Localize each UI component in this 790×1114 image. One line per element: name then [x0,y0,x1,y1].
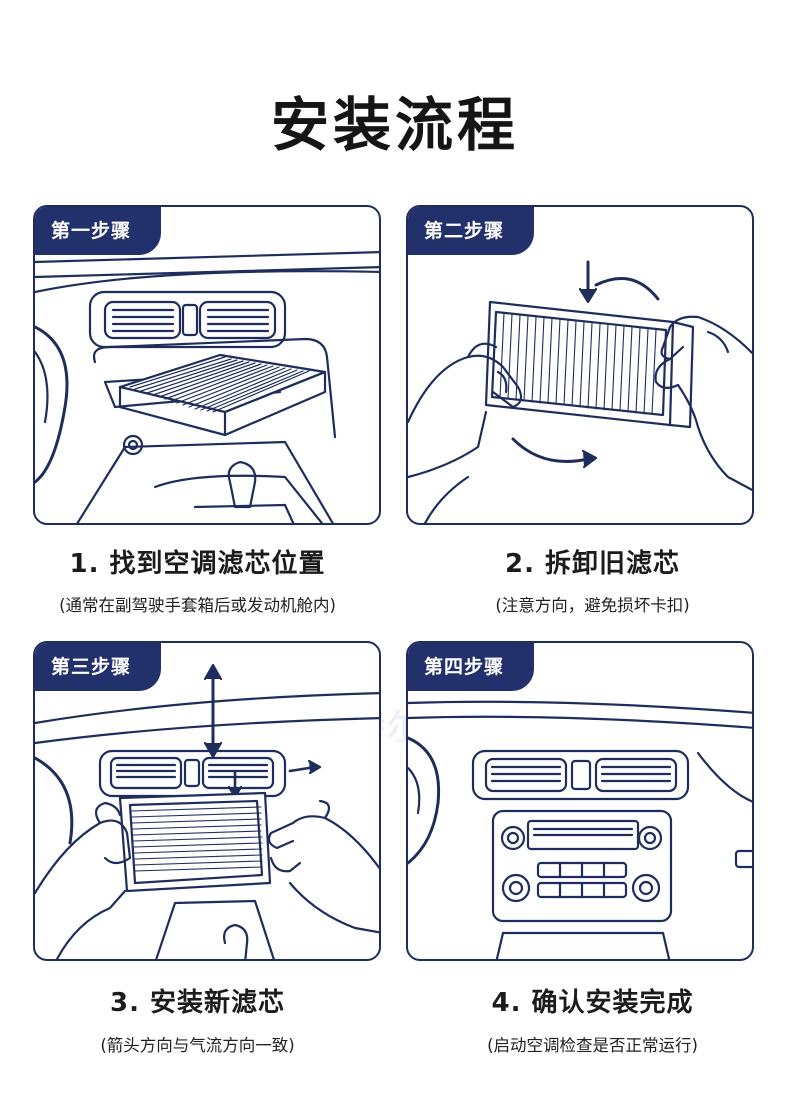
step-3-title: 3. 安装新滤芯 [109,988,286,1018]
step-2-title: 2. 拆卸旧滤芯 [504,549,681,579]
step-2-badge: 第二步骤 [408,207,535,255]
step-1-badge: 第一步骤 [35,207,162,255]
step-3-card: 第三步骤 [33,641,381,961]
page-title: 安装流程 [270,91,519,159]
hands-inserting-filter-illustration [35,663,379,959]
glovebox-filter-illustration [35,251,379,523]
step-1-title: 1. 找到空调滤芯位置 [69,549,326,579]
step-1-note: (通常在副驾驶手套箱后或发动机舱内) [59,596,336,615]
step-3-note: (箭头方向与气流方向一致) [100,1036,295,1055]
dashboard-complete-illustration [408,700,752,959]
step-4-title: 4. 确认安装完成 [491,988,694,1018]
step-2-card: 第二步骤 [406,205,754,525]
step-4-badge: 第四步骤 [408,643,535,691]
step-3-badge: 第三步骤 [35,643,162,691]
step-1-card: 第一步骤 [33,205,381,525]
step-2-note: (注意方向，避免损坏卡扣) [495,596,690,615]
hands-removing-filter-illustration [408,260,752,523]
step-4-note: (启动空调检查是否正常运行) [487,1036,698,1055]
step-4-card: 第四步骤 [406,641,754,961]
